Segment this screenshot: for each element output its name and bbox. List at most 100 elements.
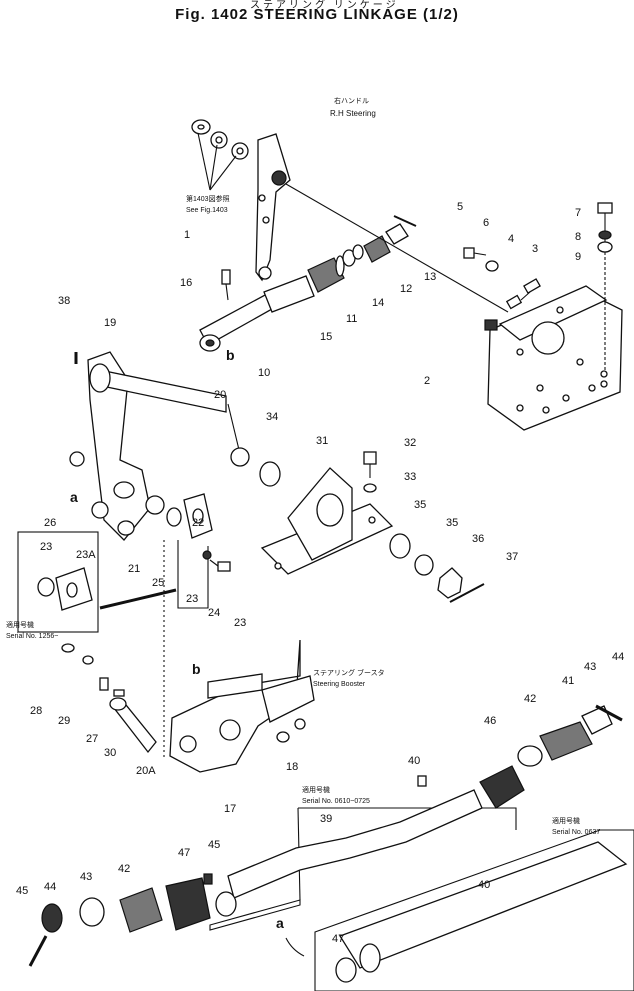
label-part: 9 <box>575 251 581 263</box>
label-part: 18 <box>286 761 298 773</box>
label-part: 38 <box>58 295 70 307</box>
reference-letters: b a b a <box>70 347 284 931</box>
part-37-nut <box>437 567 463 599</box>
label-part: 1 <box>184 229 190 241</box>
ref-letter: b <box>226 347 235 363</box>
label-part: 44 <box>44 881 56 893</box>
label-part: 42 <box>118 863 130 875</box>
label-part: 10 <box>258 367 270 379</box>
part-40-tube-b <box>339 841 628 969</box>
part-23-plate-inset <box>55 567 93 611</box>
label-part: 6 <box>483 217 489 229</box>
note-serial-b: Serial No. 0610~0725 <box>302 798 370 805</box>
part-26-ring <box>166 507 182 527</box>
part-34-washer <box>363 483 377 493</box>
label-part: 23 <box>186 593 198 605</box>
part-24-bolt <box>209 559 231 572</box>
part-8-lockwasher <box>598 230 612 240</box>
part-22-bushing <box>145 495 165 515</box>
part-48-washer <box>335 957 357 983</box>
figure-title-main: Fig. 1402 STEERING LINKAGE (1/2) <box>175 6 459 23</box>
part-number-labels: 1 2 3 4 5 6 7 8 9 10 11 12 13 14 15 16 1… <box>16 201 624 945</box>
label-part: 14 <box>372 297 384 309</box>
label-part: 17 <box>224 803 236 815</box>
note-see: See Fig.1403 <box>186 207 228 214</box>
part-23-plate <box>177 493 213 609</box>
part-25-washer <box>202 550 212 560</box>
part-30-washer <box>82 655 94 665</box>
part-44-nut <box>581 705 613 735</box>
label-part: 7 <box>575 207 581 219</box>
part-20a-washer <box>230 447 250 467</box>
label-part: 24 <box>208 607 220 619</box>
label-part: 29 <box>58 715 70 727</box>
label-part: 45 <box>16 885 28 897</box>
label-part: 34 <box>266 411 278 423</box>
part-42-spring-b <box>119 887 163 933</box>
label-part: 12 <box>400 283 412 295</box>
label-part: 43 <box>80 871 92 883</box>
label-part: 42 <box>524 693 536 705</box>
label-part: 22 <box>192 517 204 529</box>
label-part: 32 <box>404 437 416 449</box>
label-part: 41 <box>562 675 574 687</box>
label-part: 44 <box>612 651 624 663</box>
note-serial-a: Serial No. 1256~ <box>6 633 58 640</box>
part-10-tie-rod <box>199 275 315 352</box>
part-1-steering-arm <box>255 133 291 282</box>
label-part: 36 <box>472 533 484 545</box>
inset-box-serial-c <box>314 829 634 991</box>
part-5-bolt <box>463 247 487 259</box>
part-47-boot-b <box>165 877 211 931</box>
washers-see-fig-1403 <box>191 119 249 191</box>
part-13-cotter-pin <box>393 215 417 227</box>
label-part: 11 <box>346 313 357 325</box>
part-35-bushing-b <box>389 533 411 559</box>
part-14-spring <box>363 235 391 263</box>
note-serial-c-jp: 適用号機 <box>552 816 580 825</box>
label-part: 26 <box>44 517 56 529</box>
part-21-pin <box>109 697 157 754</box>
inset-bracket-top <box>298 807 517 830</box>
label-part: 21 <box>128 563 140 575</box>
part-3-bolt <box>520 278 541 301</box>
part-ref-a-pin <box>91 501 109 519</box>
ref-letter: b <box>192 661 201 677</box>
part-12-nut <box>385 223 409 245</box>
label-part: 46 <box>484 715 496 727</box>
part-32-bearing-block <box>260 467 394 575</box>
inset-bracket-link <box>209 899 301 931</box>
figure-title: ステアリング リンケージ Fig. 1402 STEERING LINKAGE … <box>0 0 634 23</box>
label-part: 35 <box>414 499 426 511</box>
part-33-bolt <box>363 451 377 478</box>
part-43-cap-b <box>79 897 105 927</box>
label-part: 37 <box>506 551 518 563</box>
note-rh: R.H Steering <box>330 109 376 118</box>
ref-letter: a <box>276 915 284 931</box>
figure-title-jp: ステアリング リンケージ <box>250 0 399 11</box>
part-17-steering-booster <box>169 639 315 773</box>
part-47-boot <box>479 765 525 809</box>
label-part: 13 <box>424 271 436 283</box>
part-2-bracket <box>484 285 623 431</box>
label-part: 23 <box>40 541 52 553</box>
note-see-jp: 第1403図参照 <box>186 194 230 203</box>
label-part: 45 <box>208 839 220 851</box>
leader-shaft-20 <box>227 403 241 455</box>
part-4-nut <box>505 294 523 310</box>
part-11-washer-b <box>352 244 364 260</box>
label-part: 19 <box>104 317 116 329</box>
label-part: 3 <box>532 243 538 255</box>
label-part: 4 <box>508 233 514 245</box>
part-38-cotter-pin <box>449 583 485 603</box>
label-part: 43 <box>584 661 596 673</box>
part-20-lever <box>87 351 227 541</box>
part-9-washer <box>597 241 613 253</box>
note-booster-jp: ステアリング ブースタ <box>313 668 385 677</box>
note-rh-jp: 右ハンドル <box>334 96 369 105</box>
label-part: 33 <box>404 471 416 483</box>
label-part: 40 <box>408 755 420 767</box>
part-46-fitting <box>203 873 213 885</box>
label-part: 5 <box>457 201 463 213</box>
inset-box-serial-a <box>17 531 99 633</box>
